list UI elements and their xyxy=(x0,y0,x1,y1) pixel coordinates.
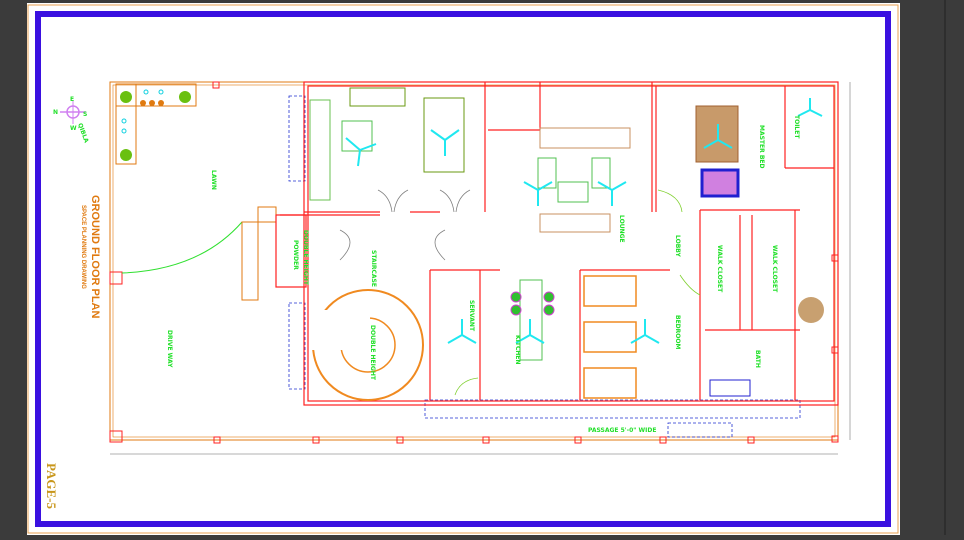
door-swings-green xyxy=(454,189,701,396)
planter-box xyxy=(115,83,197,165)
compass-w: W xyxy=(70,125,77,132)
drawing-frame xyxy=(35,11,891,527)
label-double-height-2: DOUBLE HEIGHT xyxy=(369,325,376,381)
dimension-lines xyxy=(110,82,851,455)
label-kitchen: KITCHEN xyxy=(514,335,521,365)
car-porch-outline xyxy=(288,95,801,438)
label-lobby: LOBBY xyxy=(674,235,681,258)
building-walls xyxy=(275,81,839,406)
label-walk-closet-2: WALK CLOSET xyxy=(771,245,778,293)
compass-s: S xyxy=(83,111,87,118)
page-border xyxy=(27,4,899,534)
label-lounge: LOUNGE xyxy=(618,215,625,243)
label-servant: SERVANT xyxy=(468,300,475,332)
label-double-height-1: DOUBLE HEIGHT xyxy=(302,230,309,286)
plant-icon xyxy=(179,91,191,103)
label-staircase: STAIRCASE xyxy=(370,250,377,287)
door-swings xyxy=(339,189,471,261)
label-walk-closet-1: WALK CLOSET xyxy=(716,245,723,293)
label-drive-way: DRIVE WAY xyxy=(166,330,173,368)
label-lawn: LAWN xyxy=(210,170,217,190)
entrance-porch xyxy=(241,221,259,301)
column-markers xyxy=(109,81,839,444)
label-toilet: TOILET xyxy=(793,115,800,139)
drawing-subtitle: SPACE PLANNING DRAWING xyxy=(80,205,86,289)
spiral-staircase xyxy=(310,289,424,401)
ceiling-fan-icons xyxy=(345,98,823,344)
spiral-stair-icon xyxy=(798,297,824,323)
compass-n: N xyxy=(53,109,58,116)
label-master-bed: MASTER BED xyxy=(758,125,765,169)
page-sheet xyxy=(27,3,900,535)
drawing-title: GROUND FLOOR PLAN xyxy=(89,195,101,318)
label-bath: BATH xyxy=(754,350,761,368)
label-bedroom: BEDROOM xyxy=(674,315,681,349)
compass-e: E xyxy=(70,96,74,103)
plant-icon xyxy=(120,91,132,103)
page-label: PAGE-5 xyxy=(44,463,59,509)
plant-icon xyxy=(120,149,132,161)
gate-swing xyxy=(121,221,243,274)
label-passage: PASSAGE 5'-0" WIDE xyxy=(588,427,656,434)
label-powder: POWDER xyxy=(292,240,299,270)
